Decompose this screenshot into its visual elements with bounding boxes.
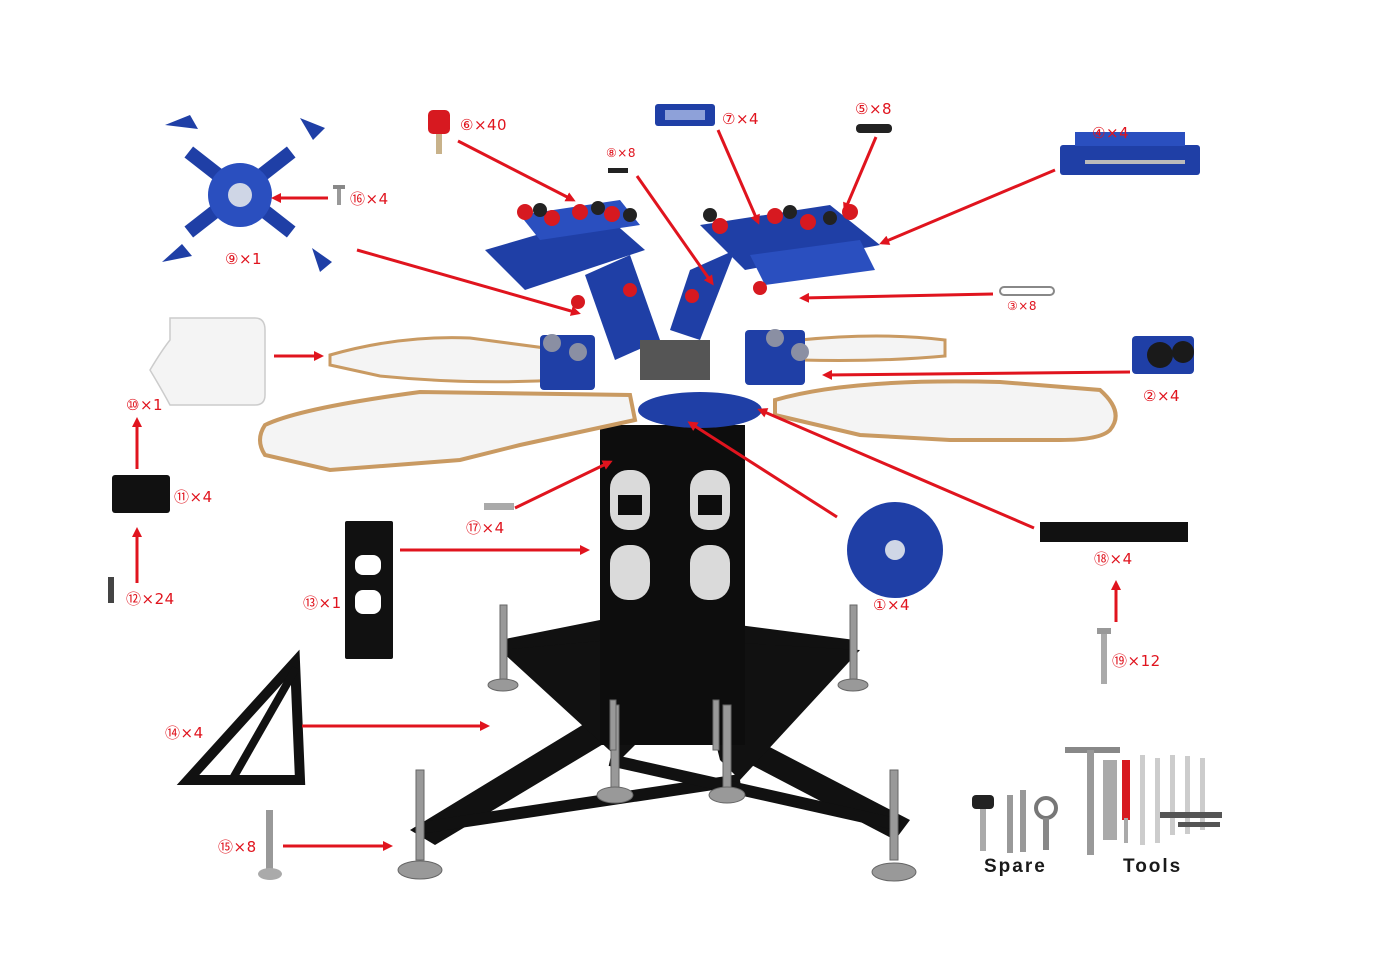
part-11-mount (112, 475, 170, 513)
tools-group (1065, 747, 1222, 855)
label-part-7: ⑦×4 (722, 110, 760, 128)
arrow-6 (457, 139, 576, 202)
label-part-12: ⑫×24 (126, 590, 175, 608)
label-part-5: ⑤×8 (855, 100, 893, 118)
label-part-1: ①×4 (873, 596, 911, 614)
part-12-screw (108, 577, 114, 603)
arrow-17 (514, 460, 613, 510)
spare-parts-group (972, 790, 1058, 853)
part-17-bolt (484, 503, 514, 510)
arrow-5 (843, 136, 878, 213)
label-part-19: ⑲×12 (1112, 652, 1161, 670)
arrow-18 (757, 408, 1035, 530)
arrow-1 (687, 421, 838, 519)
arrow-8 (635, 175, 714, 286)
callout-arrows (132, 129, 1131, 851)
part-7-bracket (655, 104, 715, 126)
label-part-9: ⑨×1 (225, 250, 263, 268)
arrow-4 (879, 168, 1056, 245)
label-part-3: ③×8 (1007, 299, 1037, 313)
caption-tools: Tools (1123, 856, 1183, 877)
label-part-11: ⑪×4 (174, 488, 213, 506)
part-2-carriage (1132, 336, 1194, 374)
label-part-8: ⑧×8 (606, 146, 636, 160)
label-part-16: ⑯×4 (350, 190, 389, 208)
part-10-platen (149, 317, 266, 406)
label-part-13: ⑬×1 (303, 594, 342, 612)
arrow-7 (716, 129, 760, 225)
platens (258, 334, 1118, 473)
label-part-14: ⑭×4 (165, 724, 204, 742)
label-part-18: ⑱×4 (1094, 550, 1133, 568)
part-15-foot (258, 810, 282, 880)
label-part-4: ④×4 (1092, 124, 1130, 142)
part-8-screw (608, 168, 628, 173)
press-base (397, 425, 917, 882)
part-9-rotary-arm (162, 115, 332, 272)
caption-spare: Spare (984, 856, 1047, 877)
part-18-bar (1040, 522, 1188, 542)
part-19-bolt (1097, 628, 1111, 684)
part-13-plate (345, 521, 393, 659)
label-part-17: ⑰×4 (466, 519, 505, 537)
print-heads (485, 200, 880, 390)
part-16-bolt (333, 185, 345, 205)
part-5-link (856, 124, 892, 133)
part-1-disc (847, 502, 943, 598)
part-3-spring (999, 286, 1055, 296)
arrow-3 (799, 292, 994, 303)
part-4-clamp (1060, 132, 1200, 175)
label-part-15: ⑮×8 (218, 838, 257, 856)
label-part-2: ②×4 (1143, 387, 1181, 405)
label-part-10: ⑩×1 (126, 396, 164, 414)
arrow-2 (822, 369, 1131, 380)
part-6-knob (428, 110, 450, 154)
arrow-9 (356, 248, 581, 316)
label-part-6: ⑥×40 (460, 116, 508, 134)
part-14-brace (176, 649, 306, 785)
